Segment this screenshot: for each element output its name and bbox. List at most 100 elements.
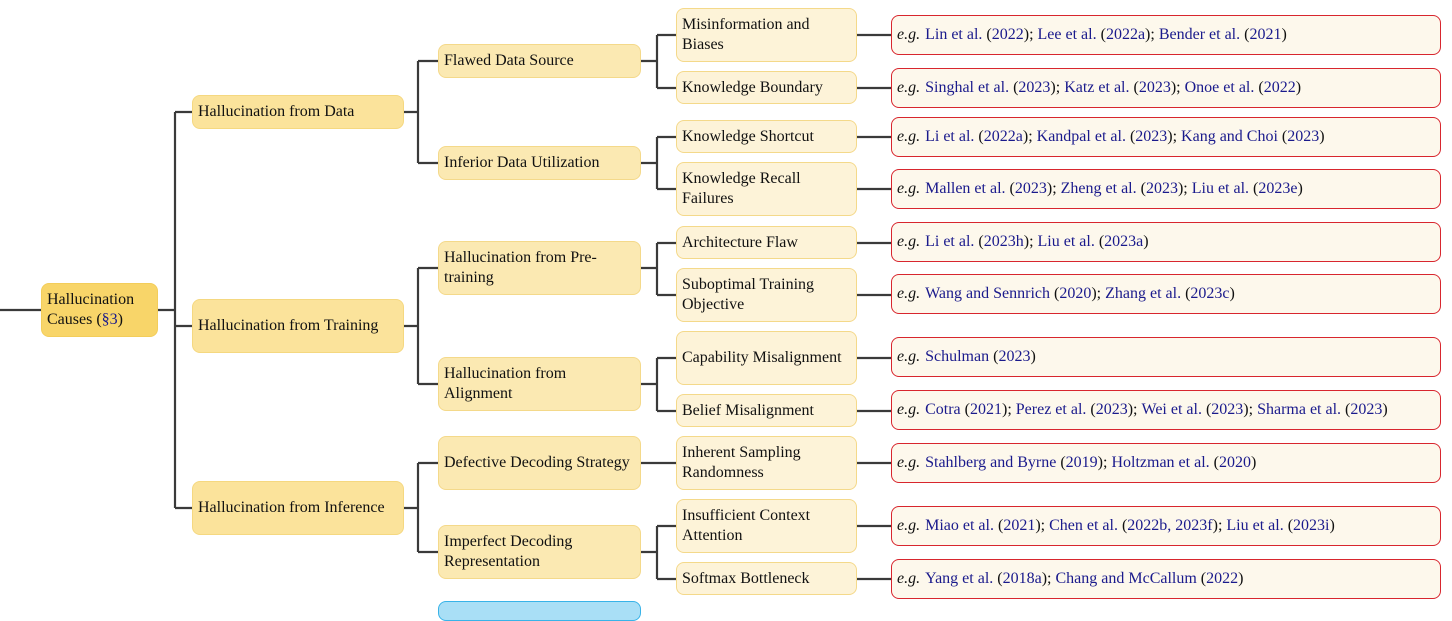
node-label: Knowledge Boundary [682,78,823,96]
citation-year[interactable]: 2021 [1249,26,1282,43]
citation-author[interactable]: Cotra [925,401,961,418]
citation-year[interactable]: 2023 [1145,180,1178,197]
citation-author[interactable]: Liu et al. [1226,517,1284,534]
citation-author[interactable]: Sharma et al. [1257,401,1342,418]
citation-year[interactable]: 2020 [1218,454,1251,471]
citation-year[interactable]: 2018a [1002,570,1042,587]
level2-node: Flawed Data Source [438,44,641,78]
citation-author[interactable]: Lin et al. [925,26,983,43]
citation-year[interactable]: 2023i [1293,517,1330,534]
citation[interactable]: Wang and Sennrich (2020); [925,285,1106,302]
citation[interactable]: Onoe et al. (2022) [1184,79,1302,96]
citation-author[interactable]: Lee et al. [1037,26,1097,43]
citation-year[interactable]: 2023 [1135,128,1168,145]
citation-author[interactable]: Holtzman et al. [1111,454,1210,471]
citation-author[interactable]: Perez et al. [1015,401,1087,418]
citation-year[interactable]: 2023 [1287,128,1320,145]
citation-author[interactable]: Katz et al. [1064,79,1130,96]
level3-node: Belief Misalignment [676,394,857,427]
citation[interactable]: Bender et al. (2021) [1158,26,1287,43]
citation[interactable]: Wei et al. (2023); [1141,401,1258,418]
references-box: e.g.Li et al. (2023h); Liu et al. (2023a… [891,222,1441,262]
eg-label: e.g. [897,233,921,250]
level3-node: Misinformation and Biases [676,8,857,62]
eg-label: e.g. [897,79,921,96]
citation-year[interactable]: 2021 [1003,517,1036,534]
citation-author[interactable]: Zhang et al. [1105,285,1182,302]
citation[interactable]: Schulman (2023) [925,348,1036,365]
node-label: Suboptimal Training Objective [682,276,815,313]
citation-author[interactable]: Li et al. [925,128,975,145]
citation-author[interactable]: Bender et al. [1158,26,1241,43]
citation-year[interactable]: 2023 [1095,401,1128,418]
citation-author[interactable]: Liu et al. [1191,180,1250,197]
citation[interactable]: Lin et al. (2022); [925,26,1038,43]
citation-author[interactable]: Zheng et al. [1060,180,1137,197]
citation-year[interactable]: 2023 [998,348,1031,365]
citation[interactable]: Zhang et al. (2023c) [1105,285,1235,302]
citation[interactable]: Liu et al. (2023i) [1226,517,1335,534]
citation-author[interactable]: Wei et al. [1141,401,1202,418]
citation-author[interactable]: Kandpal et al. [1036,128,1126,145]
citation[interactable]: Mallen et al. (2023); [925,180,1061,197]
citation-author[interactable]: Kang and Choi [1181,128,1278,145]
citation-year[interactable]: 2023h [983,233,1024,250]
citation[interactable]: Stahlberg and Byrne (2019); [925,454,1112,471]
citation-author[interactable]: Stahlberg and Byrne [925,454,1057,471]
citation-author[interactable]: Li et al. [925,233,975,250]
citation[interactable]: Singhal et al. (2023); [925,79,1065,96]
citation[interactable]: Li et al. (2023h); [925,233,1038,250]
citation[interactable]: Chang and McCallum (2022) [1055,570,1244,587]
citation-year[interactable]: 2022b, 2023f [1127,517,1213,534]
citation[interactable]: Yang et al. (2018a); [925,570,1056,587]
eg-label: e.g. [897,128,921,145]
citation-year[interactable]: 2022a [1105,26,1146,43]
eg-label: e.g. [897,348,921,365]
citation-year[interactable]: 2022a [983,128,1023,145]
citation-author[interactable]: Schulman [925,348,990,365]
citation-author[interactable]: Mallen et al. [925,180,1006,197]
citation-year[interactable]: 2022 [1263,79,1296,96]
citation[interactable]: Perez et al. (2023); [1015,401,1142,418]
citation[interactable]: Cotra (2021); [925,401,1016,418]
citation[interactable]: Li et al. (2022a); [925,128,1037,145]
eg-label: e.g. [897,285,921,302]
citation-year[interactable]: 2020 [1059,285,1092,302]
citation-author[interactable]: Onoe et al. [1184,79,1255,96]
citation-year[interactable]: 2022 [991,26,1024,43]
citation-year[interactable]: 2023 [1138,79,1171,96]
citation-year[interactable]: 2023c [1190,285,1230,302]
citation[interactable]: Miao et al. (2021); [925,517,1050,534]
citation-author[interactable]: Liu et al. [1037,233,1095,250]
citation[interactable]: Kang and Choi (2023) [1181,128,1325,145]
citation-year[interactable]: 2023 [1018,79,1051,96]
citation[interactable]: Zheng et al. (2023); [1060,180,1192,197]
citation-year[interactable]: 2023a [1104,233,1144,250]
citation-author[interactable]: Chang and McCallum [1055,570,1197,587]
citation[interactable]: Liu et al. (2023a) [1037,233,1149,250]
citation-year[interactable]: 2023 [1350,401,1383,418]
citation-author[interactable]: Singhal et al. [925,79,1010,96]
node-label: Imperfect Decoding Representation [444,533,573,570]
citation-year[interactable]: 2023 [1014,180,1047,197]
citation-year[interactable]: 2023e [1258,180,1298,197]
citation[interactable]: Lee et al. (2022a); [1037,26,1159,43]
citation-author[interactable]: Miao et al. [925,517,994,534]
citation-author[interactable]: Wang and Sennrich [925,285,1051,302]
citation[interactable]: Sharma et al. (2023) [1257,401,1388,418]
citation[interactable]: Kandpal et al. (2023); [1036,128,1182,145]
citation[interactable]: Liu et al. (2023e) [1191,180,1303,197]
level2-node: Inferior Data Utilization [438,146,641,180]
citation[interactable]: Chen et al. (2022b, 2023f); [1049,517,1227,534]
section-link[interactable]: §3 [101,311,118,328]
citation[interactable]: Holtzman et al. (2020) [1111,454,1257,471]
citation-year[interactable]: 2022 [1206,570,1239,587]
level3-node: Architecture Flaw [676,226,857,259]
citation-year[interactable]: 2021 [969,401,1002,418]
citation-author[interactable]: Yang et al. [925,570,994,587]
citation-year[interactable]: 2023 [1211,401,1244,418]
citation-author[interactable]: Chen et al. [1049,517,1118,534]
citation[interactable]: Katz et al. (2023); [1064,79,1185,96]
eg-label: e.g. [897,454,921,471]
citation-year[interactable]: 2019 [1065,454,1098,471]
